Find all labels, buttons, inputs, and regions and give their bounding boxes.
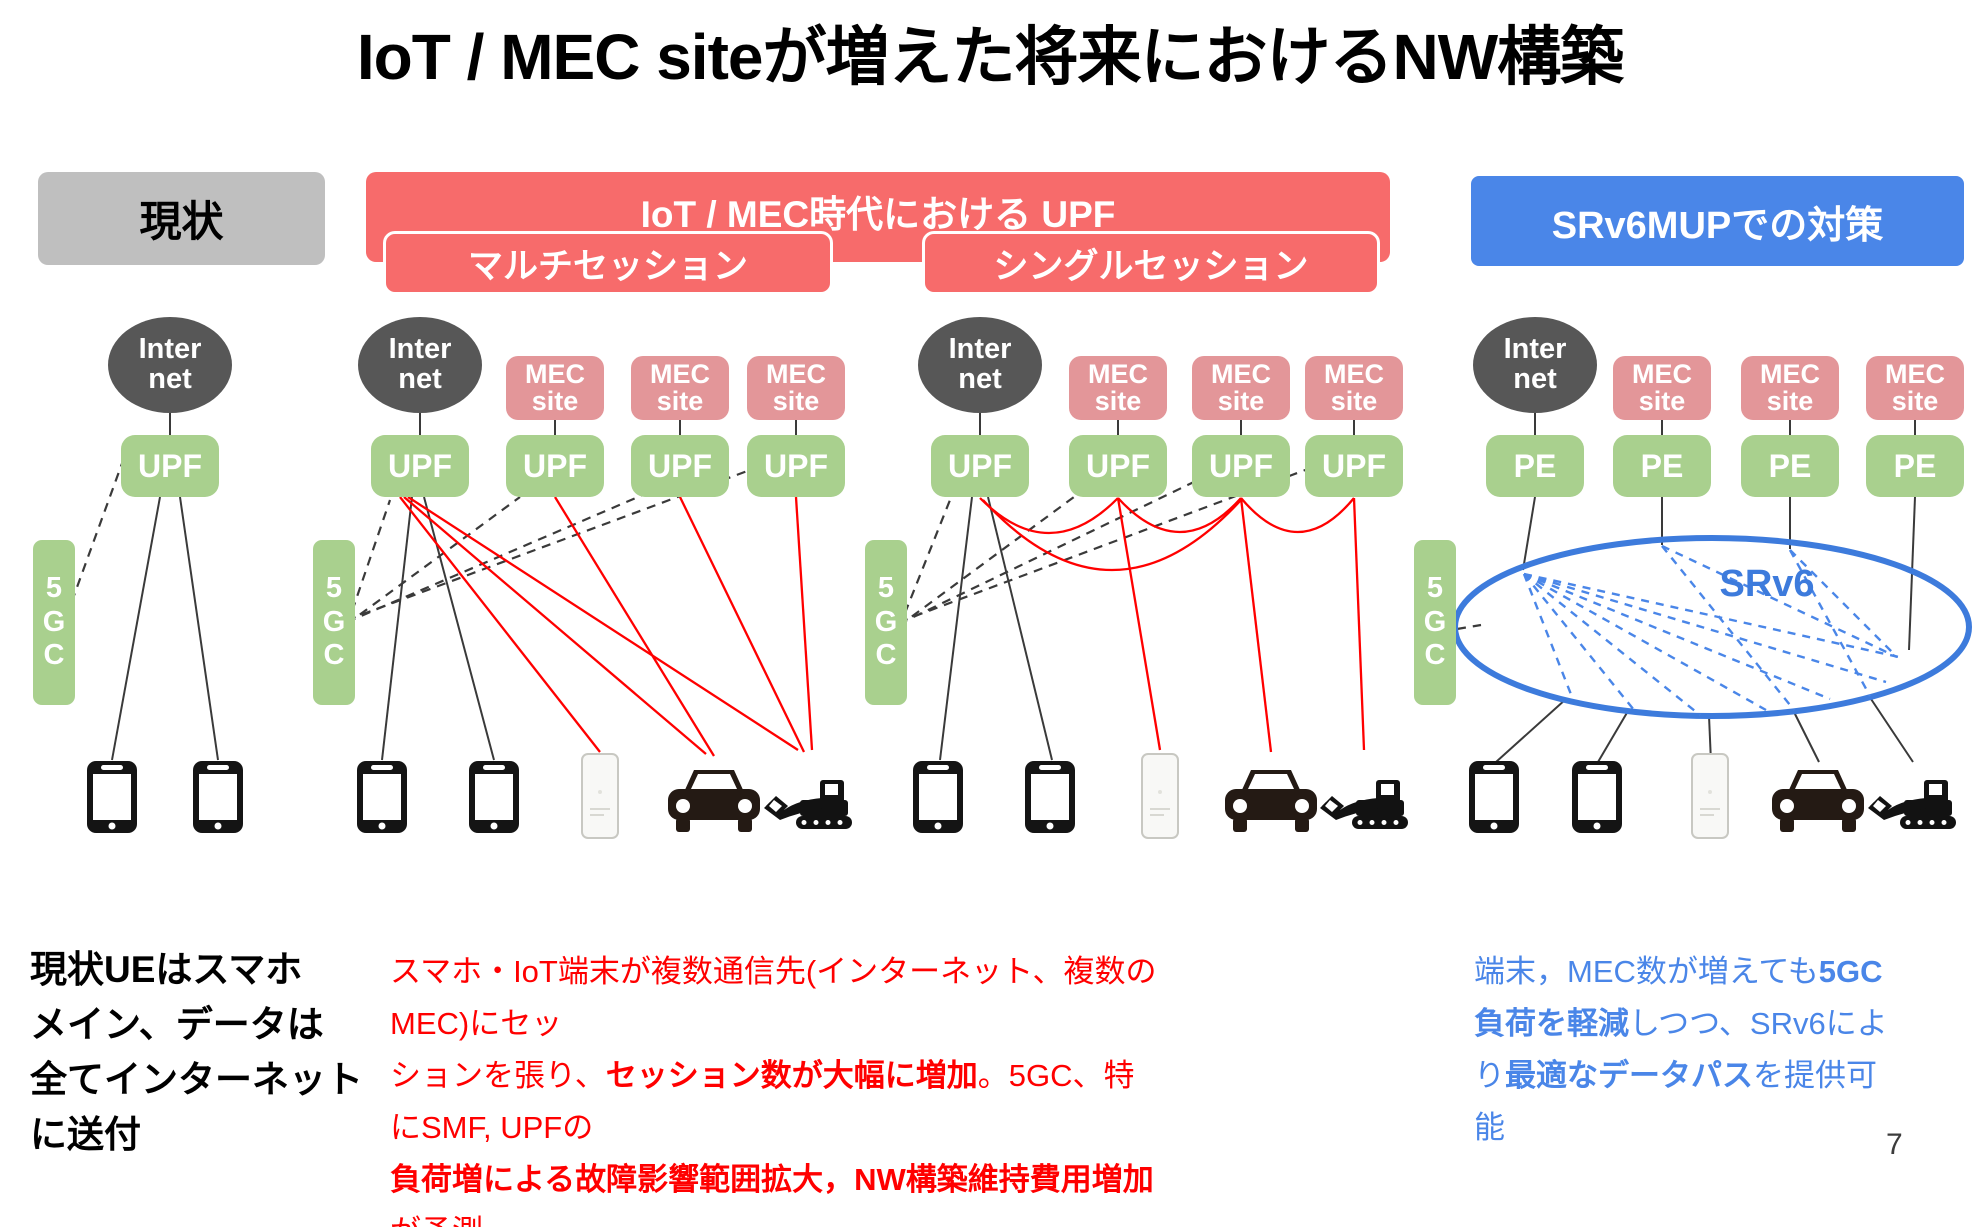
5gc-node: 5 G C	[313, 540, 355, 705]
upf-node: UPF	[747, 435, 845, 497]
connected-car-icon	[1770, 764, 1866, 836]
upf-node: UPF	[1192, 435, 1290, 497]
header-multi-session: マルチセッション	[383, 231, 833, 295]
pe-node: PE	[1486, 435, 1584, 497]
smartphone-icon	[912, 760, 964, 834]
upf-node: UPF	[121, 435, 219, 497]
pe-node: PE	[1613, 435, 1711, 497]
smartphone-icon	[86, 760, 138, 834]
header-single-session-label: シングルセッション	[993, 246, 1309, 286]
construction-machine-icon	[1316, 774, 1412, 838]
upf-node: UPF	[931, 435, 1029, 497]
5gc-node: 5 G C	[865, 540, 907, 705]
smartphone-icon	[1468, 760, 1520, 834]
iot-gateway-icon	[1690, 752, 1730, 840]
note-problem: スマホ・IoT端末が複数通信先(インターネット、複数のMEC)にセッ ションを張…	[390, 954, 1157, 1227]
upf-node: UPF	[631, 435, 729, 497]
page-title: IoT / MEC siteが増えた将来におけるNW構築	[356, 21, 1624, 93]
header-srv6mup: SRv6MUPでの対策	[1471, 176, 1964, 266]
iot-gateway-icon	[1140, 752, 1180, 840]
header-multi-session-label: マルチセッション	[467, 246, 748, 286]
iot-gateway-icon	[580, 752, 620, 840]
header-single-session: シングルセッション	[922, 231, 1380, 295]
header-current-label: 現状	[139, 198, 224, 245]
pe-node: PE	[1741, 435, 1839, 497]
note-current-state: 現状UEはスマホ メイン、データは 全てインターネット に送付	[30, 949, 363, 1155]
connected-car-icon	[666, 764, 762, 836]
5gc-node: 5 G C	[1414, 540, 1456, 705]
srv6-cloud-label: SRv6	[1719, 563, 1815, 605]
smartphone-icon	[468, 760, 520, 834]
smartphone-icon	[192, 760, 244, 834]
page-number: 7	[1886, 1128, 1903, 1161]
internet-node: Inter net	[108, 317, 232, 413]
upf-node: UPF	[506, 435, 604, 497]
internet-node: Inter net	[918, 317, 1042, 413]
header-srv6mup-label: SRv6MUPでの対策	[1551, 204, 1884, 247]
internet-label: net	[148, 363, 192, 395]
internet-label: Inter	[138, 333, 202, 366]
connected-car-icon	[1223, 764, 1319, 836]
upf-node: UPF	[371, 435, 469, 497]
upf-node: UPF	[1069, 435, 1167, 497]
construction-machine-icon	[1864, 774, 1960, 838]
smartphone-icon	[356, 760, 408, 834]
internet-node: Inter net	[358, 317, 482, 413]
note-solution: 端末，MEC数が増えても5GC 負荷を軽減しつつ、SRv6によ り最適なデータパ…	[1474, 954, 1888, 1145]
5gc-node: 5 G C	[33, 540, 75, 705]
construction-machine-icon	[760, 774, 856, 838]
header-current: 現状	[38, 172, 325, 265]
upf-node: UPF	[1305, 435, 1403, 497]
upf-label: UPF	[138, 447, 202, 484]
pe-node: PE	[1866, 435, 1964, 497]
smartphone-icon	[1024, 760, 1076, 834]
header-upf-era-label: IoT / MEC時代における UPF	[640, 194, 1116, 235]
internet-node: Inter net	[1473, 317, 1597, 413]
smartphone-icon	[1571, 760, 1623, 834]
